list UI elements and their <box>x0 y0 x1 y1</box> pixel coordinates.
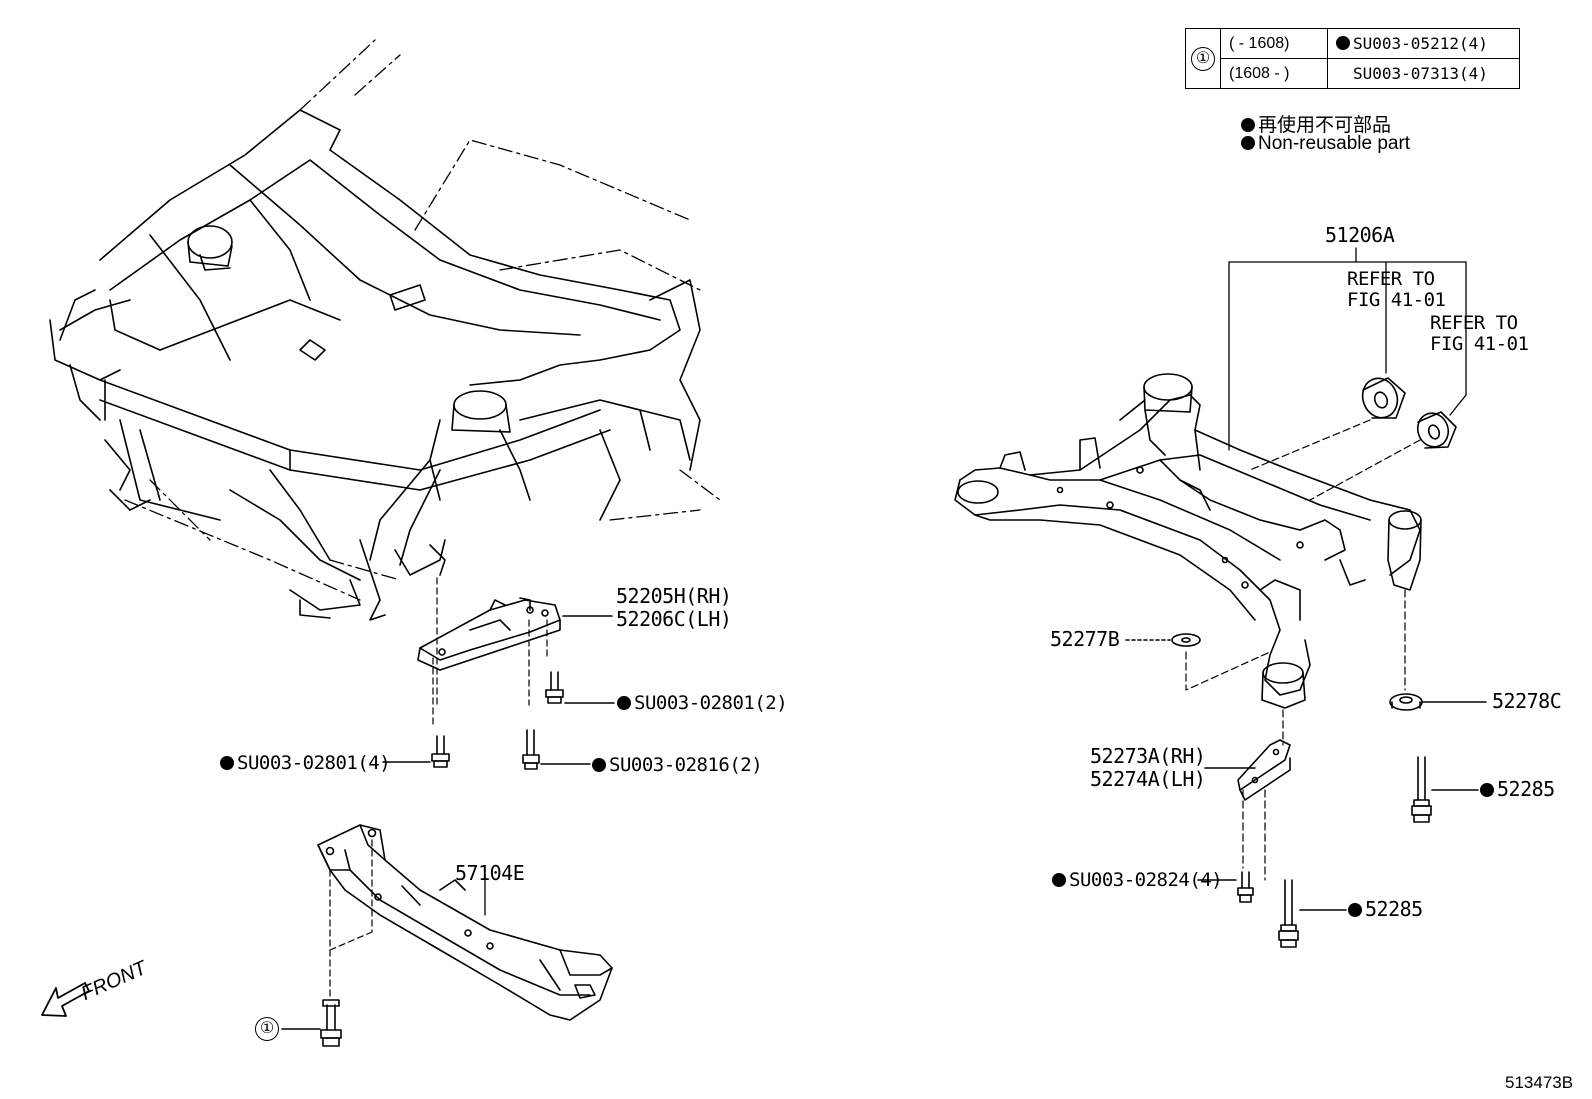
bolt-su003-02816-2-drawing <box>522 729 591 770</box>
crossmember-57104e-drawing <box>317 824 613 1021</box>
bracket-52205h-drawing <box>417 597 561 671</box>
table-symbol-cell: ① <box>1185 28 1221 89</box>
figure-id: 513473B <box>1505 1073 1574 1092</box>
table-range-cell: ( - 1608) <box>1220 28 1328 59</box>
label-refer-line2: FIG 41-01 <box>1430 333 1529 355</box>
label-52274a-lh: 52274A(LH) <box>1090 767 1206 791</box>
table-row: (1608 - ) SU003-07313(4) <box>1186 58 1520 89</box>
table-part-cell: SU003-07313(4) <box>1327 58 1520 89</box>
bolt-su003-02801-2-drawing <box>545 671 615 704</box>
label-52205h-rh: 52205H(RH) <box>616 584 732 608</box>
table-part-cell: SU003-05212(4) <box>1327 28 1520 59</box>
bolt-52285-lower-drawing <box>1278 879 1347 948</box>
bracket-52273a-drawing <box>1204 739 1291 801</box>
label-su003-02801-2: SU003-02801(2) <box>617 692 788 714</box>
washer-52278c-drawing <box>1389 693 1487 711</box>
front-body-structure-drawing <box>49 39 721 621</box>
label-bolt-symbol: ① <box>255 1017 279 1041</box>
leader-51206a <box>1228 247 1467 451</box>
label-52278c: 52278C <box>1492 689 1562 713</box>
circled-one-symbol: ① <box>1191 46 1215 71</box>
bolt-symbol-1-drawing <box>281 999 342 1047</box>
bushing-upper-drawing <box>1361 377 1406 419</box>
legend-jp: 再使用不可部品 <box>1241 110 1391 137</box>
table-range-cell: (1608 - ) <box>1220 58 1328 89</box>
label-refer-line1: REFER TO <box>1430 312 1518 334</box>
label-52273a-rh: 52273A(RH) <box>1090 744 1206 768</box>
applicability-table: ① ( - 1608) SU003-05212(4) (1608 - ) SU0… <box>1185 28 1520 89</box>
front-arrow-icon <box>41 982 90 1017</box>
table-row: ① ( - 1608) SU003-05212(4) <box>1185 28 1520 89</box>
label-52277b: 52277B <box>1050 627 1120 651</box>
label-su003-02816-2: SU003-02816(2) <box>592 754 763 776</box>
label-51206a: 51206A <box>1325 223 1395 247</box>
label-su003-02824-4: SU003-02824(4) <box>1052 869 1223 891</box>
washer-52277b-drawing <box>1125 633 1201 647</box>
label-52285-upper: 52285 <box>1480 778 1555 800</box>
label-refer-line2: FIG 41-01 <box>1347 289 1446 311</box>
subframe-51206a-drawing <box>954 373 1422 709</box>
label-su003-02801-4: SU003-02801(4) <box>220 752 391 774</box>
label-refer-line1: REFER TO <box>1347 268 1435 290</box>
bushing-lower-drawing <box>1416 411 1457 449</box>
bolt-52285-upper-drawing <box>1411 756 1479 823</box>
bolt-su003-02801-4-drawing <box>382 735 450 768</box>
label-52206c-lh: 52206C(LH) <box>616 607 732 631</box>
legend-en: Non-reusable part <box>1241 133 1410 155</box>
label-52285-lower: 52285 <box>1348 898 1423 920</box>
non-reusable-dot-icon <box>1336 34 1353 53</box>
label-57104e: 57104E <box>455 861 525 885</box>
